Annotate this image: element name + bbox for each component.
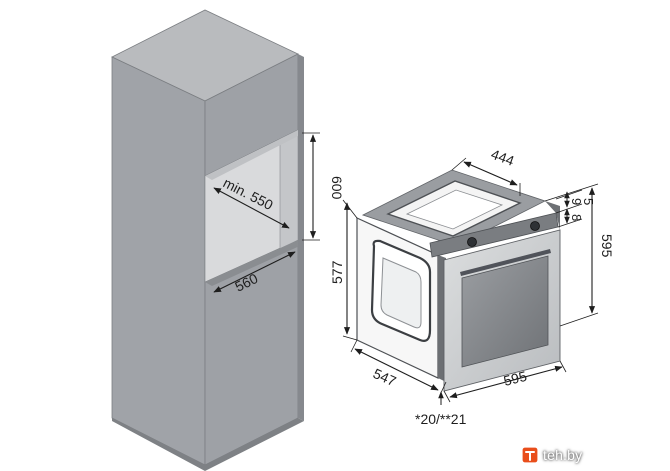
oven-top-recess-inner bbox=[405, 189, 504, 230]
cabinet-left-side bbox=[111, 56, 206, 466]
control-top-label-5: 5 bbox=[581, 198, 596, 205]
oven-depth-ext-left bbox=[350, 339, 358, 353]
oven-door-handle bbox=[460, 249, 551, 276]
control-top-label-8: 8 bbox=[569, 214, 584, 221]
niche-depth-dim-line bbox=[213, 187, 290, 229]
oven-width-dim-line bbox=[449, 365, 563, 399]
oven-knob-right bbox=[530, 221, 540, 231]
niche-height-label: 600 bbox=[329, 176, 345, 200]
oven-side-emboss-inner bbox=[380, 257, 422, 329]
niche-width-dim-line bbox=[213, 251, 296, 293]
oven-top-width-label: 444 bbox=[489, 146, 517, 169]
niche-ceiling bbox=[205, 130, 304, 180]
cabinet-right-edge bbox=[298, 54, 304, 421]
oven-width-ext-left bbox=[443, 390, 451, 403]
oven-side-height-label: 577 bbox=[329, 260, 345, 284]
tehby-logo-icon bbox=[521, 446, 539, 464]
oven-width-ext-right bbox=[559, 360, 567, 373]
oven-top-width-dim-line bbox=[463, 161, 518, 186]
oven-depth-dim-line bbox=[354, 348, 439, 391]
oven-top-width-ext-left bbox=[451, 157, 467, 171]
door-gap-note: *20/**21 bbox=[415, 411, 467, 427]
oven-total-height-label: 595 bbox=[599, 234, 615, 258]
oven-total-height-ext-bottom bbox=[559, 312, 599, 327]
oven-door-glass bbox=[461, 255, 549, 368]
oven-knob-left bbox=[467, 237, 477, 247]
oven-side-height-ext-top bbox=[342, 199, 358, 219]
oven-width-label: 595 bbox=[502, 368, 529, 389]
watermark: teh.by bbox=[521, 444, 663, 466]
oven-right-edge bbox=[545, 201, 560, 230]
oven-side-height-ext-bottom bbox=[342, 335, 358, 341]
cabinet bbox=[111, 9, 304, 471]
control-top-ext-3 bbox=[557, 218, 583, 228]
oven-total-height-ext-top bbox=[544, 183, 599, 202]
control-top-label-9: 9 bbox=[569, 198, 584, 205]
niche-inner-side bbox=[279, 129, 299, 250]
oven bbox=[356, 169, 561, 392]
watermark-text: teh.by bbox=[543, 447, 583, 463]
